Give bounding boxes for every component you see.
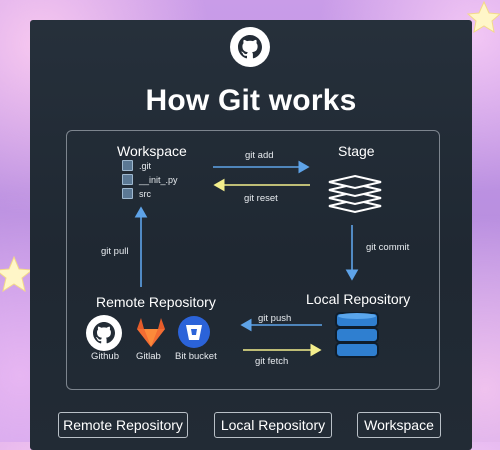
file-item: .git	[122, 160, 151, 171]
remote-repository-button[interactable]: Remote Repository	[58, 412, 188, 438]
bitbucket-label: Bit bucket	[175, 351, 217, 362]
folder-icon	[122, 160, 133, 171]
star-decoration-right	[466, 0, 500, 33]
git-commit-label: git commit	[366, 242, 410, 253]
workspace-button[interactable]: Workspace	[357, 412, 441, 438]
bitbucket-icon	[178, 316, 210, 348]
folder-icon	[122, 188, 133, 199]
diagram-frame	[66, 130, 440, 390]
git-add-label: git add	[245, 150, 274, 161]
gitlab-icon	[137, 318, 165, 347]
git-push-label: git push	[258, 313, 292, 324]
remote-repository-label: Remote Repository	[96, 294, 216, 310]
database-icon	[335, 312, 379, 358]
star-decoration-left	[0, 255, 34, 293]
local-repository-button[interactable]: Local Repository	[214, 412, 332, 438]
file-item: src	[122, 188, 151, 199]
file-icon	[122, 174, 133, 185]
stack-layers-icon	[328, 174, 382, 214]
gitlab-label: Gitlab	[136, 351, 161, 362]
git-reset-label: git reset	[244, 193, 278, 204]
local-repository-label: Local Repository	[306, 291, 411, 307]
stage-label: Stage	[338, 143, 375, 159]
page-title: How Git works	[145, 84, 357, 117]
github-label: Github	[91, 351, 119, 362]
github-logo-icon	[230, 27, 270, 67]
workspace-label: Workspace	[117, 143, 187, 159]
infographic-card	[30, 20, 472, 450]
github-icon	[86, 315, 122, 351]
git-pull-label: git pull	[101, 246, 129, 257]
file-item: __init_.py	[122, 174, 178, 185]
git-fetch-label: git fetch	[255, 356, 289, 367]
